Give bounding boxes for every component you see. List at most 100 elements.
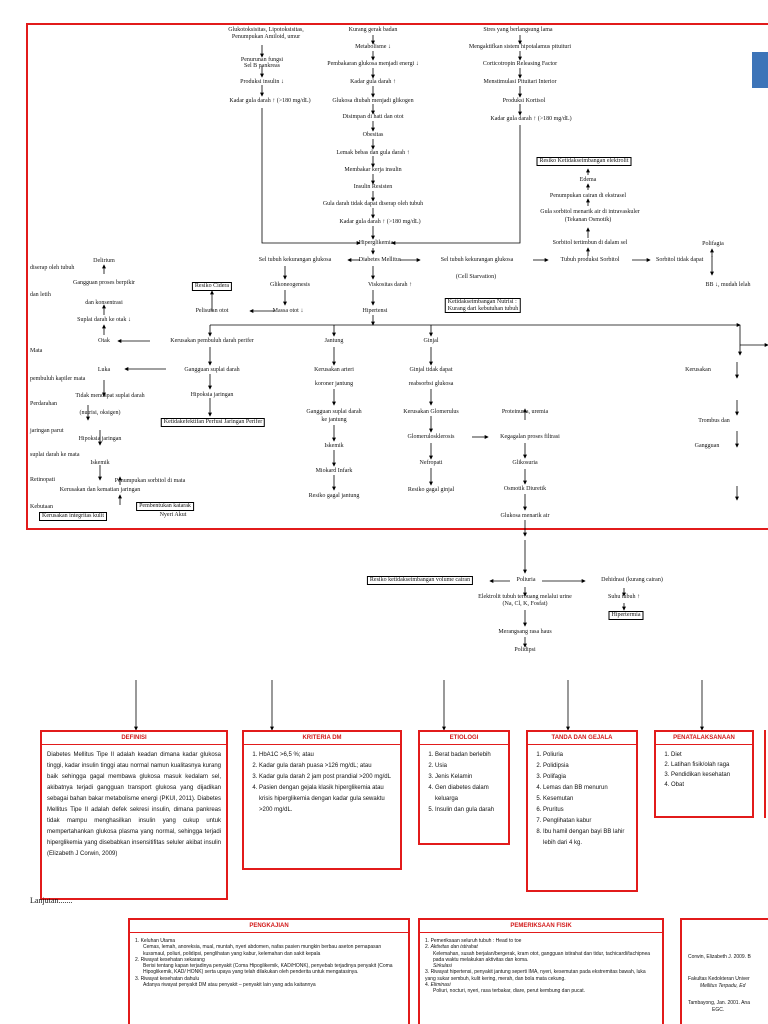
- penatalaksanaan-item: Diet: [671, 750, 747, 760]
- node-glikogen: Glukosa diubah menjadi glikogen: [332, 98, 414, 104]
- node-pelisutan-otot: Pelisutan otot: [195, 308, 229, 314]
- etiologi-item: Berat badan berlebih: [435, 750, 503, 761]
- node-ginjal: Ginjal: [423, 338, 439, 344]
- node-hiperglikemia: Hiperglikemia: [358, 240, 394, 246]
- node-jantung: Jantung: [324, 338, 344, 344]
- node-suhu-tubuh: Suhu tubuh ↑: [607, 594, 641, 600]
- slide-corner-tab: [752, 52, 768, 88]
- node-hipoksia-1: Hipoksia jaringan: [190, 392, 234, 398]
- kriteria-item: Pasien dengan gejala klasik hiperglikemi…: [259, 783, 395, 816]
- node-insulin-resisten: Insulin Resisten: [353, 184, 393, 190]
- node-obesitas: Obesitas: [362, 132, 384, 138]
- node-kadar-gula-1: Kadar gula darah ↑: [350, 79, 396, 85]
- node-glukotoksisitas: Glukotoksisitas, Lipotoksisitas,: [228, 27, 304, 33]
- node-koroner: koroner jantung: [314, 381, 354, 387]
- node-diabetes-mellitus: Diabetes Mellitus: [358, 257, 402, 263]
- node-elektrolit-terbuang: Elektrolit tubuh terbuang melalui urine: [478, 594, 572, 600]
- card-definisi-text: Diabetes Mellitus Tipe II adalah keadan …: [47, 752, 221, 857]
- penatalaksanaan-item: Obat: [671, 780, 747, 790]
- node-tidak-suplai: Tidak mendapat suplai darah: [75, 393, 145, 399]
- node-cell-starvation: (Cell Starvation): [455, 274, 497, 280]
- tanda-item: Kesemutan: [543, 794, 631, 805]
- node-perdarahan: Perdarahan: [30, 401, 57, 407]
- node-integritas-kulit: Kerusakan integritas kulit: [39, 512, 107, 521]
- kriteria-item: Kadar gula darah puasa >126 mg/dL; atau: [259, 761, 395, 772]
- card-pengkajian-title: PENGKAJIAN: [130, 920, 408, 933]
- node-perfusi-perifer: Ketidakefektifan Perfusi Jaringan Perife…: [160, 418, 266, 427]
- node-sel-kurang-kiri: Sel tubuh kekurangan glukosa: [258, 257, 332, 263]
- node-kadar-gula-3: Kadar gula darah ↑ (>180 mg/dL): [490, 116, 572, 122]
- ref-mellitus: Mellitus Terpadu, Ed: [700, 983, 746, 989]
- node-gula-tidak-diserap: Gula darah tidak dapat diserap oleh tubu…: [322, 201, 424, 207]
- node-suplai-mata: suplai darah ke mata: [30, 452, 80, 458]
- node-disimpan: Disimpan di hati dan otot: [342, 114, 404, 120]
- node-nyeri-akut: Nyeri Akut: [159, 512, 187, 518]
- node-kadar-gula-2: Kadar gula darah ↑ (>180 mg/dL): [229, 98, 311, 104]
- card-edge-cut: [764, 730, 768, 818]
- node-kurang-gerak: Kurang gerak badan: [348, 27, 398, 33]
- node-iskemik-mata: Iskemik: [90, 460, 110, 466]
- node-hipertensi: Hipertensi: [362, 308, 388, 314]
- node-metabolisme: Metabolisme ↓: [355, 44, 391, 50]
- node-bb-turun: BB ↓, mudah lelah: [705, 282, 751, 288]
- node-sel-b: Sel B pankreas: [244, 63, 280, 69]
- etiologi-item: Gen diabetes dalam keluarga: [435, 783, 503, 805]
- node-penurunan-fungsi: Penurunan fungsi: [240, 57, 284, 63]
- card-kriteria-title: KRITERIA DM: [244, 732, 400, 745]
- node-katarak: Pembentukan katarak: [136, 502, 194, 511]
- node-proteinuria: Proteinuria, uremia: [501, 409, 549, 415]
- node-gangguan-suplai: Gangguan suplai darah: [184, 367, 240, 373]
- card-pengkajian: PENGKAJIAN 1. Keluhan Utama Cemas, lemah…: [128, 918, 410, 1024]
- node-membakar: Membakar kerja insulin: [344, 167, 402, 173]
- tanda-item: Ibu hamil dengan bayi BB lahir lebih dar…: [543, 827, 631, 849]
- node-luka: Luka: [97, 367, 111, 373]
- node-lemak-bebas: Lemak bebas dan gula darah ↑: [336, 150, 410, 156]
- node-na-cl-k: (Na, Cl, K, Fosfat): [502, 601, 548, 607]
- card-definisi: DEFINISI Diabetes Mellitus Tipe II adala…: [40, 730, 228, 900]
- card-tanda-gejala: TANDA DAN GEJALA Poliuria Polidipsia Pol…: [526, 730, 638, 892]
- pengkajian-item-2-desc: Berisi tentang kapan terjadinya penyakit…: [143, 963, 393, 976]
- ref-corwin: Corwin, Elizabeth J. 2009. B: [688, 954, 751, 960]
- penatalaksanaan-item: Pendidikan kesehatan: [671, 770, 747, 780]
- node-resiko-volume: Resiko ketidakseimbangan volume cairan: [366, 576, 474, 585]
- node-crf: Corticotropin Releasing Factor: [482, 61, 558, 67]
- card-penatalaksanaan: PENATALAKSANAAN Diet Latihan fisik/olah …: [654, 730, 754, 818]
- card-pemeriksaan-fisik: PEMERIKSAAN FISIK 1. Pemeriksaan seluruh…: [418, 918, 664, 1024]
- node-retinopati: Retinopati: [30, 477, 55, 483]
- node-produksi-sorbitol: Tubuh produksi Sorbitol: [560, 257, 620, 263]
- pemeriksaan-item-3: 3. Riwayat hipertensi, penyakit jantung …: [425, 969, 646, 982]
- node-ginjal-tidak: Ginjal tidak dapat: [409, 367, 453, 373]
- flow-frame: [26, 23, 768, 530]
- card-kriteria: KRITERIA DM HbA1C >6,5 %; atau Kadar gul…: [242, 730, 402, 870]
- node-penumpukan-cairan: Penumpukan cairan di ekstrasel: [549, 193, 627, 199]
- node-nefropati: Nefropati: [419, 460, 443, 466]
- node-reabsorbsi: reabsorbsi glukosa: [408, 381, 454, 387]
- pengkajian-item-1: 1. Keluhan Utama: [135, 938, 176, 944]
- card-etiologi-title: ETIOLOGI: [420, 732, 508, 745]
- node-kerusakan-perifer: Kerusakan pembuluh darah perifer: [170, 338, 254, 344]
- node-jaringan-parut: jaringan parut: [30, 428, 64, 434]
- tanda-item: Poliuria: [543, 750, 631, 761]
- node-hipotalamus: Mengaktifkan sistem hipotalamus pituitur…: [468, 44, 572, 50]
- node-mata: Mata: [30, 348, 43, 354]
- node-pembakaran: Pembakaran glukosa menjadi energi ↓: [327, 61, 419, 67]
- node-kapiler-mata: pembuluh kapiler mata: [30, 376, 86, 382]
- node-glomerulosklerosis: Glomerulosklerosis: [407, 434, 455, 440]
- node-gagal-jantung: Resiko gagal jantung: [308, 493, 360, 499]
- node-pituitari: Menstimulasi Pituitari Interior: [483, 79, 557, 85]
- node-rasa-haus: Merangsang rasa haus: [498, 629, 552, 635]
- node-kegagalan-filtrasi: Kegagalan proses filtrasi: [500, 434, 560, 440]
- kriteria-item: HbA1C >6,5 %; atau: [259, 750, 395, 761]
- node-osmotik-diuretik: Osmotik Diuretik: [503, 486, 547, 492]
- etiologi-item: Insulin dan gula darah: [435, 805, 503, 816]
- node-penumpukan-sorbitol: Penumpukan sorbitol di mata: [114, 478, 186, 484]
- node-edema: Edema: [579, 177, 597, 183]
- node-miokard: Miokard Infark: [315, 468, 353, 474]
- node-trombus: Trombus dan: [698, 418, 730, 424]
- tanda-item: Pruritus: [543, 805, 631, 816]
- lanjutan-label: Lanjutan.......: [30, 896, 73, 905]
- node-polidipsi: Polidipsi: [514, 647, 536, 653]
- pengkajian-item-2: 2. Riwayat kesehatan sekarang: [135, 956, 205, 963]
- node-poliuria: Poliuria: [516, 577, 536, 583]
